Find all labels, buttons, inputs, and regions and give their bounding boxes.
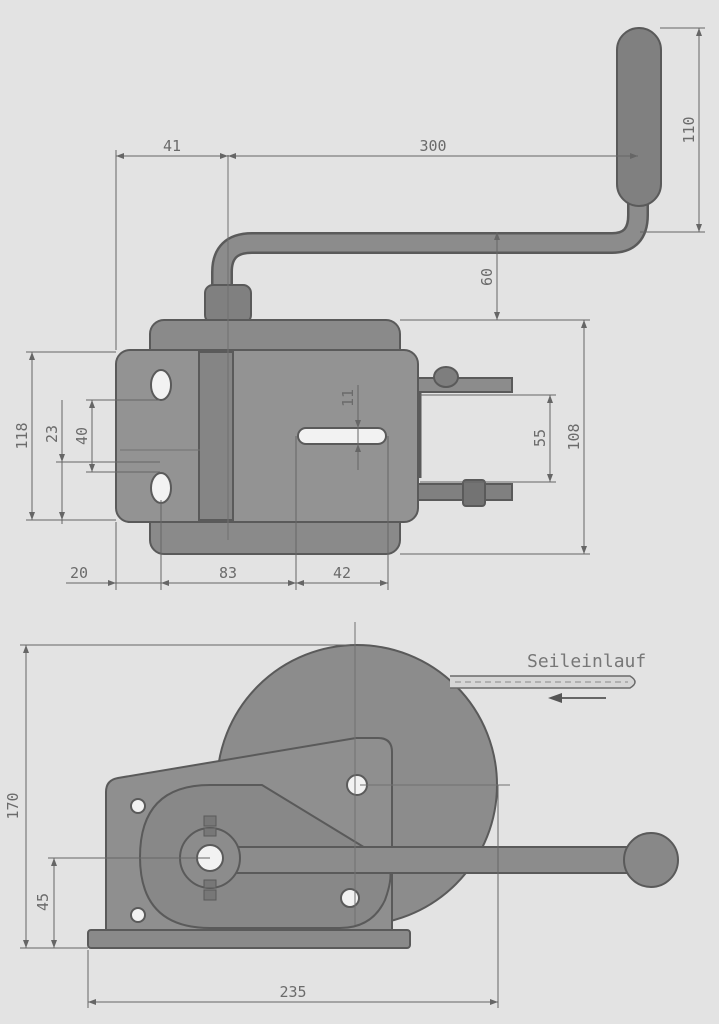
pawl-rod (417, 377, 513, 393)
dim-300-label: 300 (419, 137, 446, 155)
dim-110-label: 110 (680, 116, 698, 143)
rivet-upper (130, 798, 146, 814)
mount-hole-lower (150, 472, 172, 504)
crank-grip (616, 27, 662, 207)
threaded-nut (462, 479, 486, 507)
dim-235: 235 (87, 785, 499, 1008)
dim-300: 300 (228, 137, 638, 159)
dim-20: 20 (70, 564, 116, 586)
rivet-lower (130, 907, 146, 923)
crank-knob (623, 832, 679, 888)
rope (450, 675, 636, 689)
dim-55: 55 (420, 394, 556, 483)
dim-41: 41 (115, 137, 228, 350)
dim-bottom-extensions (66, 436, 389, 590)
dim-11: 11 (339, 385, 361, 470)
dim-118: 118 (13, 351, 116, 521)
rope-inlet-label: Seileinlauf (527, 651, 646, 672)
dim-40-label: 40 (73, 427, 91, 445)
dim-170-label: 170 (4, 792, 22, 819)
dim-20-label: 20 (70, 564, 88, 582)
dim-60-label: 60 (478, 268, 496, 286)
side-view: Seileinlauf 170 45 (4, 622, 679, 1008)
dim-40: 40 (73, 399, 160, 473)
dim-11-label: 11 (339, 389, 357, 407)
dim-235-label: 235 (279, 983, 306, 1001)
dim-55-label: 55 (531, 429, 549, 447)
lower-axle-hole (340, 888, 360, 908)
pawl-nut (433, 366, 459, 388)
dim-42-label: 42 (333, 564, 351, 582)
dim-45-label: 45 (34, 893, 52, 911)
mounting-plate (115, 349, 419, 523)
shaft-plate (198, 351, 234, 521)
dim-108-label: 108 (565, 423, 583, 450)
dim-118-label: 118 (13, 422, 31, 449)
dim-42: 42 (296, 564, 388, 586)
dim-108: 108 (400, 319, 590, 555)
dim-83: 83 (161, 564, 296, 586)
crank-arm-inner (213, 191, 647, 309)
mount-hole-upper (150, 369, 172, 401)
dim-45: 45 (34, 857, 210, 948)
crank-lever (204, 846, 646, 874)
dim-60: 60 (478, 232, 500, 320)
pawl-teeth (203, 815, 217, 901)
dim-23: 23 (43, 400, 160, 524)
dim-41-label: 41 (163, 137, 181, 155)
dim-83-label: 83 (219, 564, 237, 582)
rope-direction-arrow (548, 693, 606, 703)
top-view: 41 300 110 60 (13, 27, 705, 590)
dim-23-label: 23 (43, 425, 61, 443)
center-slot (297, 427, 387, 445)
dim-110: 110 (640, 27, 705, 233)
base-plate (87, 929, 411, 949)
